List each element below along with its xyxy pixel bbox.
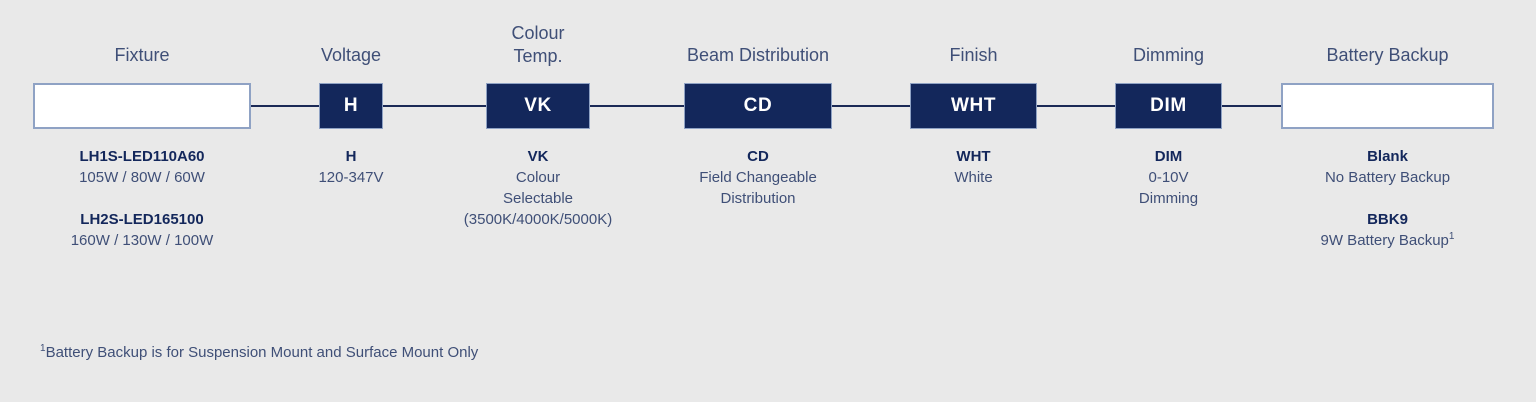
caption-dimming: DIM 0-10V Dimming (1085, 146, 1252, 209)
option-desc: Colour Selectable (3500K/4000K/5000K) (463, 169, 613, 228)
connector-dimming-battery (1222, 105, 1282, 107)
caption-battery-backup: Blank No Battery Backup BBK9 9W Battery … (1281, 146, 1494, 251)
option-desc: Field Changeable Distribution (699, 169, 817, 207)
option-desc-text: 9W Battery Backup (1320, 232, 1449, 249)
code-box-beam-distribution[interactable]: CD (684, 83, 832, 129)
caption-fixture: LH1S-LED110A60 105W / 80W / 60W LH2S-LED… (33, 146, 251, 251)
code-box-fixture[interactable] (33, 83, 251, 129)
connector-voltage-colourtemp (383, 105, 487, 107)
footnote-marker-icon: 1 (40, 343, 46, 354)
option-code: WHT (956, 148, 991, 165)
footnote: 1Battery Backup is for Suspension Mount … (40, 343, 478, 363)
caption-colour-temp: VK Colour Selectable (3500K/4000K/5000K) (433, 146, 643, 230)
option-fixture-1: LH2S-LED165100 160W / 130W / 100W (33, 209, 251, 251)
column-header-beam-distribution: Beam Distribution (686, 45, 830, 65)
code-box-dimming[interactable]: DIM (1115, 83, 1222, 129)
caption-finish: WHT White (890, 146, 1057, 188)
option-code: BBK9 (1367, 211, 1408, 228)
option-fixture-0: LH1S-LED110A60 105W / 80W / 60W (33, 146, 251, 188)
option-desc: 9W Battery Backup1 (1281, 230, 1494, 251)
caption-voltage: H 120-347V (283, 146, 419, 188)
option-desc: 105W / 80W / 60W (79, 169, 205, 186)
code-box-finish[interactable]: WHT (910, 83, 1037, 129)
column-header-colour-temp: Colour Temp. (511, 23, 565, 66)
code-box-colour-temp[interactable]: VK (486, 83, 590, 129)
connector-finish-dimming (1037, 105, 1116, 107)
option-code: DIM (1154, 148, 1183, 165)
option-dimming-0: DIM 0-10V Dimming (1085, 146, 1252, 209)
code-box-voltage[interactable]: H (319, 83, 383, 129)
column-header-dimming: Dimming (1132, 45, 1204, 65)
footnote-text: Battery Backup is for Suspension Mount a… (45, 344, 479, 361)
option-desc: 160W / 130W / 100W (70, 232, 214, 249)
connector-beam-finish (832, 105, 911, 107)
option-code: LH2S-LED165100 (80, 211, 204, 228)
option-voltage-0: H 120-347V (283, 146, 419, 188)
option-battery-backup-1: BBK9 9W Battery Backup1 (1281, 209, 1494, 251)
option-code: LH1S-LED110A60 (79, 148, 205, 165)
option-code: CD (747, 148, 769, 165)
connector-colourtemp-beam (590, 105, 685, 107)
option-desc: 120-347V (318, 169, 384, 186)
code-box-battery-backup[interactable] (1281, 83, 1494, 129)
option-desc: White (954, 169, 993, 186)
column-header-battery-backup: Battery Backup (1326, 45, 1449, 65)
option-battery-backup-0: Blank No Battery Backup (1281, 146, 1494, 188)
column-header-fixture: Fixture (114, 45, 170, 65)
option-code: Blank (1367, 148, 1408, 165)
footnote-marker-icon: 1 (1448, 231, 1455, 242)
option-code: VK (527, 148, 549, 165)
caption-beam-distribution: CD Field Changeable Distribution (662, 146, 854, 209)
option-beam-distribution-0: CD Field Changeable Distribution (662, 146, 854, 209)
option-desc: No Battery Backup (1324, 169, 1451, 186)
connector-fixture-voltage (250, 105, 320, 107)
option-finish-0: WHT White (890, 146, 1057, 188)
column-header-finish: Finish (949, 45, 998, 65)
column-header-voltage: Voltage (320, 45, 382, 65)
option-code: H (345, 148, 357, 165)
option-desc: 0-10V Dimming (1138, 169, 1199, 207)
option-colour-temp-0: VK Colour Selectable (3500K/4000K/5000K) (433, 146, 643, 230)
